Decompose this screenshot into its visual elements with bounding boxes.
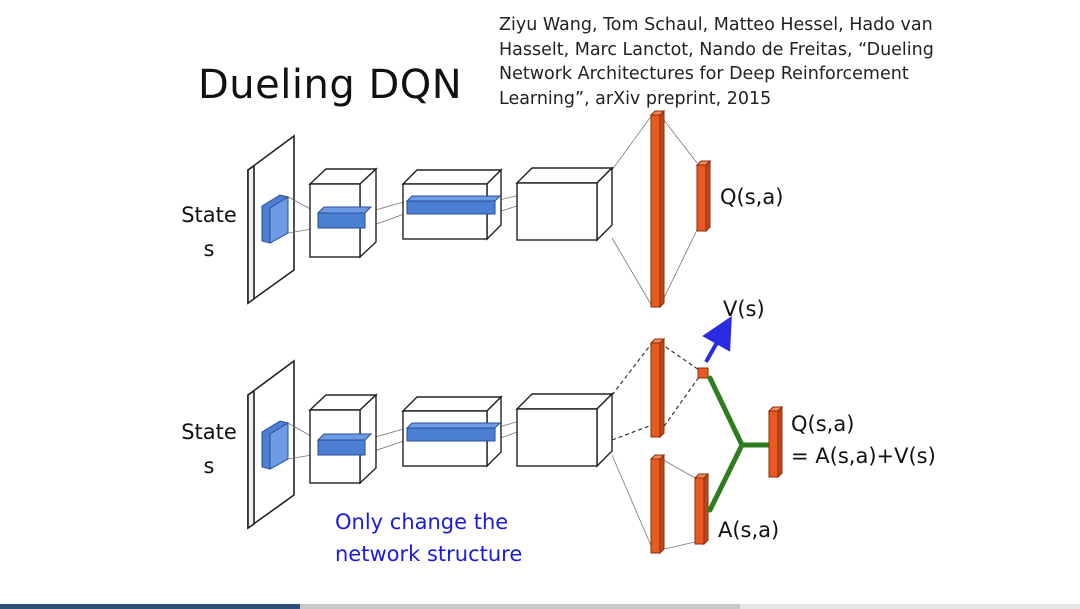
note-line: Only change the: [335, 510, 509, 534]
bottom-q-formula: = A(s,a)+V(s): [791, 444, 936, 468]
bottom-conv-block-3: [515, 392, 614, 468]
citation: Ziyu Wang, Tom Schaul, Matteo Hessel, Ha…: [499, 13, 969, 111]
top-output-layer: [695, 159, 712, 233]
bottom-advantage-output-layer: [693, 472, 710, 546]
top-state-label: State: [181, 203, 237, 227]
advantage-label: A(s,a): [718, 518, 780, 542]
bottom-q-output-layer: [767, 405, 784, 479]
bottom-q-label: Q(s,a): [791, 412, 855, 436]
top-conv-feature-2: [405, 195, 502, 215]
bottom-conv-feature-1: [316, 433, 373, 456]
bottom-value-node: [697, 367, 709, 379]
bottom-value-stream-lines: [611, 342, 700, 441]
note-text: Only change the network structure: [335, 506, 522, 570]
citation-line: Ziyu Wang, Tom Schaul, Matteo Hessel, Ha…: [499, 15, 933, 35]
top-conv-block-3: [515, 166, 614, 242]
progress-buffered: [300, 604, 740, 609]
top-q-label: Q(s,a): [720, 185, 784, 209]
value-arrow: [702, 316, 732, 363]
top-network: [247, 109, 712, 309]
bottom-advantage-fc-layer: [649, 453, 666, 555]
citation-line: Hasselt, Marc Lanctot, Nando de Freitas,…: [499, 39, 934, 60]
bottom-state-label: State: [181, 420, 237, 444]
combine-lines: [707, 375, 773, 513]
citation-line: Network Architectures for Deep Reinforce…: [499, 64, 909, 84]
top-conv-feature-1: [316, 206, 373, 229]
bottom-conv-feature-2: [405, 422, 502, 442]
top-fc-layer: [649, 109, 666, 309]
bottom-value-fc-layer: [649, 337, 666, 439]
slide-title: Dueling DQN: [198, 62, 463, 108]
citation-line: Learning”, arXiv preprint, 2015: [499, 88, 772, 109]
top-input-patch: [261, 194, 289, 244]
bottom-input-patch: [261, 420, 289, 470]
bottom-state-symbol: s: [203, 454, 215, 478]
top-state-symbol: s: [203, 237, 215, 261]
progress-played: [0, 604, 300, 609]
video-progress-bar[interactable]: [0, 604, 1080, 609]
bottom-network: [247, 316, 784, 555]
value-label: V(s): [723, 297, 765, 321]
note-line: network structure: [335, 542, 523, 566]
